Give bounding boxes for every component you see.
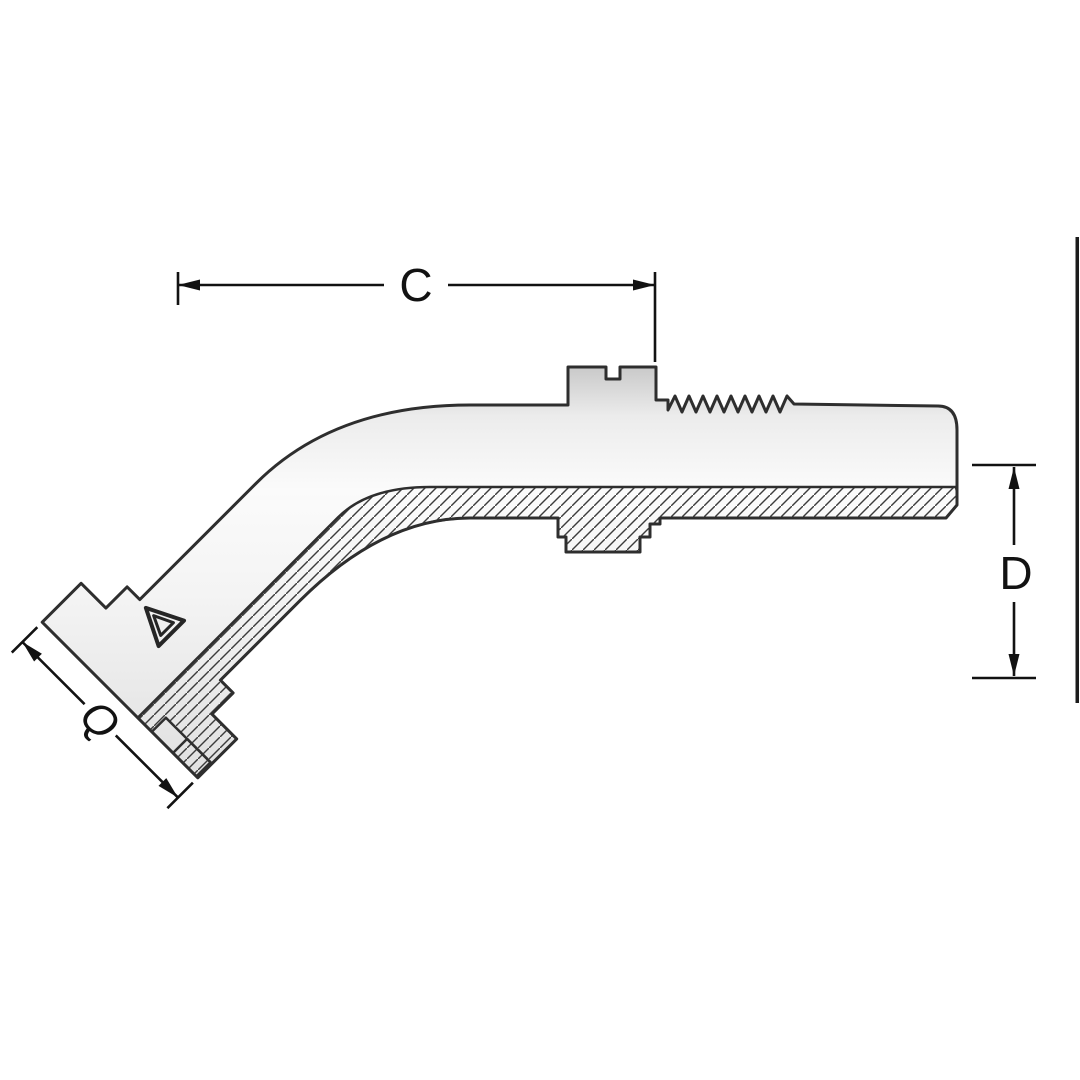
frame-edge-line [1075,237,1079,703]
fitting-section-hatch [136,485,959,765]
dimension-d-label: D [999,547,1032,599]
dimension-d-arrow-up [1008,467,1020,489]
triangle-brand-icon [143,605,187,649]
dimension-c-arrow-right [633,279,655,291]
dimension-c [176,272,657,362]
dimension-q-extension-bottom [166,781,194,810]
dimension-c-arrow-left [178,279,200,291]
dimension-q-extension-top [10,626,39,654]
dimension-q-arrow-bottom [158,778,178,798]
dimension-d-arrow-down [1008,654,1020,676]
dimension-c-label: C [399,259,432,311]
dimension-q-arrow-top [22,642,42,662]
fitting-section-tab [171,737,212,778]
